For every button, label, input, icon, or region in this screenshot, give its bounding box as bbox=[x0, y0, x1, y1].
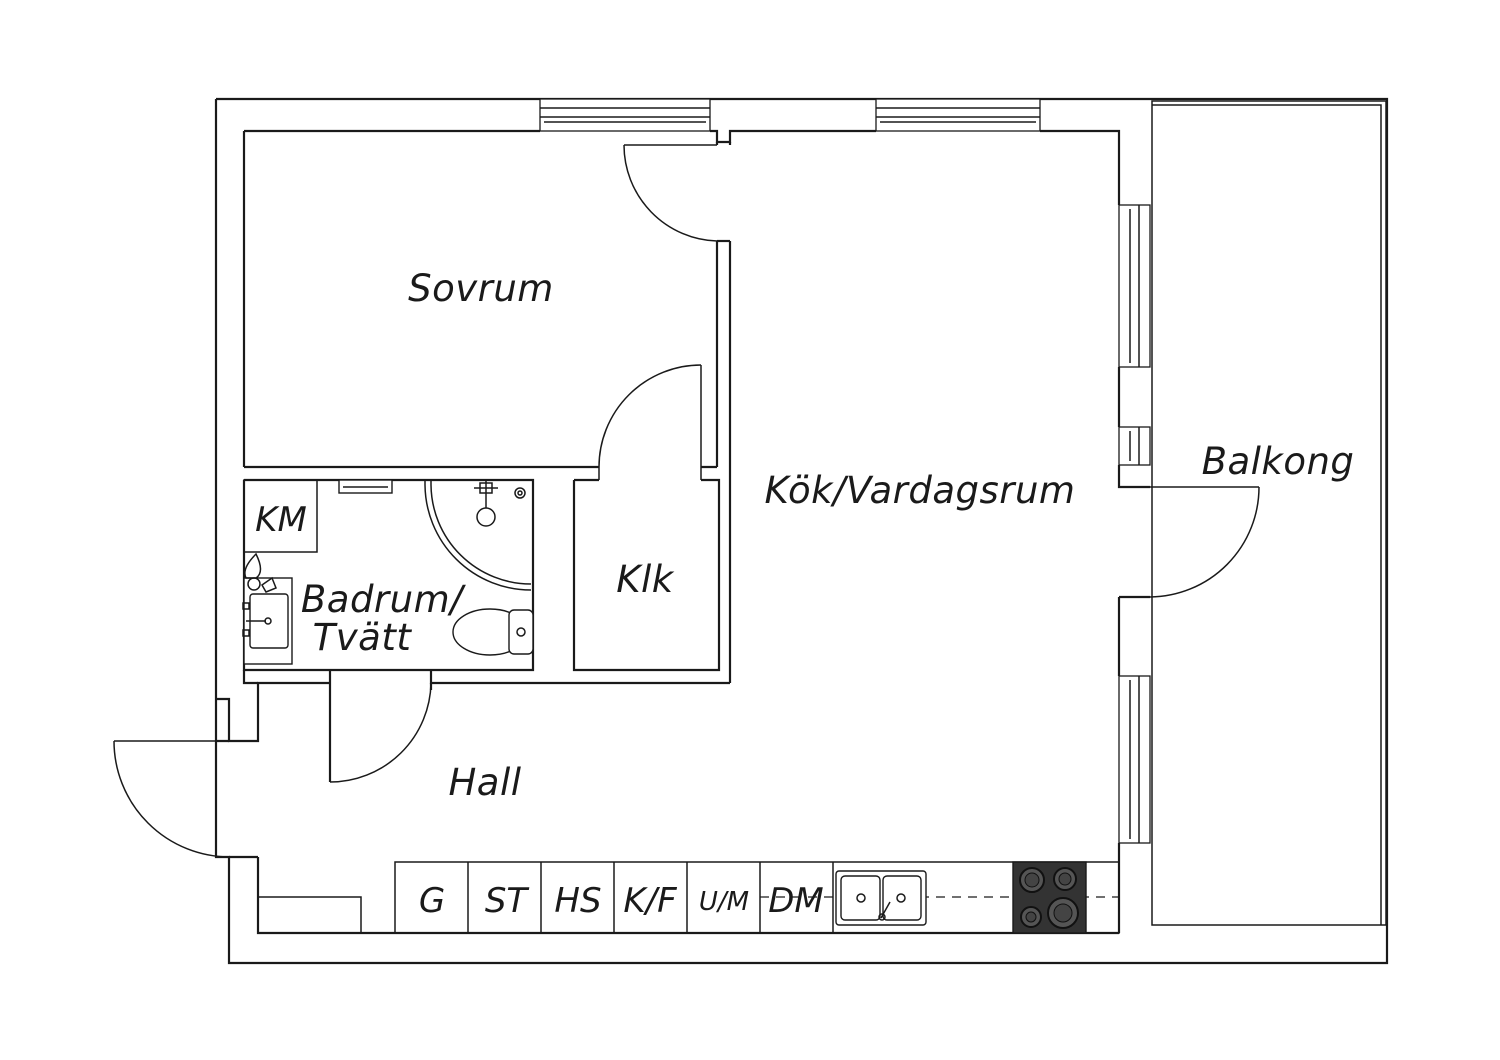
room-label-sovrum: Sovrum bbox=[408, 267, 554, 310]
unit-label-g: G bbox=[419, 881, 445, 921]
room-label-km: KM bbox=[255, 500, 307, 540]
washbasin-icon bbox=[242, 577, 293, 665]
door-balcony bbox=[1149, 486, 1260, 598]
door-bathroom bbox=[329, 682, 432, 783]
washer-icon bbox=[244, 552, 277, 593]
window-right-upper bbox=[1118, 204, 1151, 368]
toilet-icon bbox=[452, 608, 534, 656]
window-top-left bbox=[539, 98, 711, 132]
window-right-lower bbox=[1118, 675, 1151, 844]
double-sink-icon bbox=[835, 870, 927, 926]
door-bedroom-top bbox=[623, 144, 718, 242]
kitchen-counter bbox=[394, 861, 1120, 934]
unit-label-st: ST bbox=[485, 881, 530, 921]
balcony bbox=[1151, 100, 1387, 926]
room-label-balkong: Balkong bbox=[1202, 440, 1355, 483]
unit-label-dm: DM bbox=[768, 881, 824, 921]
room-label-klk: Klk bbox=[616, 558, 675, 601]
room-label-kok-vardagsrum: Kök/Vardagsrum bbox=[765, 469, 1076, 512]
hall-shelf bbox=[257, 896, 362, 934]
unit-label-kf: K/F bbox=[623, 881, 677, 921]
stove-icon bbox=[1012, 861, 1087, 934]
bath-radiator bbox=[338, 479, 393, 494]
room-label-badrum: Badrum/ bbox=[301, 578, 466, 621]
room-label-hall: Hall bbox=[448, 761, 521, 804]
shower-icon bbox=[424, 480, 532, 591]
room-label-tvatt: Tvätt bbox=[313, 616, 413, 659]
km-cabinet bbox=[243, 479, 318, 553]
interior-walls bbox=[242, 142, 732, 782]
door-bedroom bbox=[598, 364, 702, 480]
unit-label-hs: HS bbox=[554, 881, 601, 921]
door-entrance bbox=[113, 740, 231, 858]
unit-label-um: U/M bbox=[699, 887, 749, 917]
window-right-small bbox=[1118, 426, 1151, 466]
window-top-right bbox=[875, 98, 1041, 132]
outer-walls bbox=[214, 97, 1389, 965]
